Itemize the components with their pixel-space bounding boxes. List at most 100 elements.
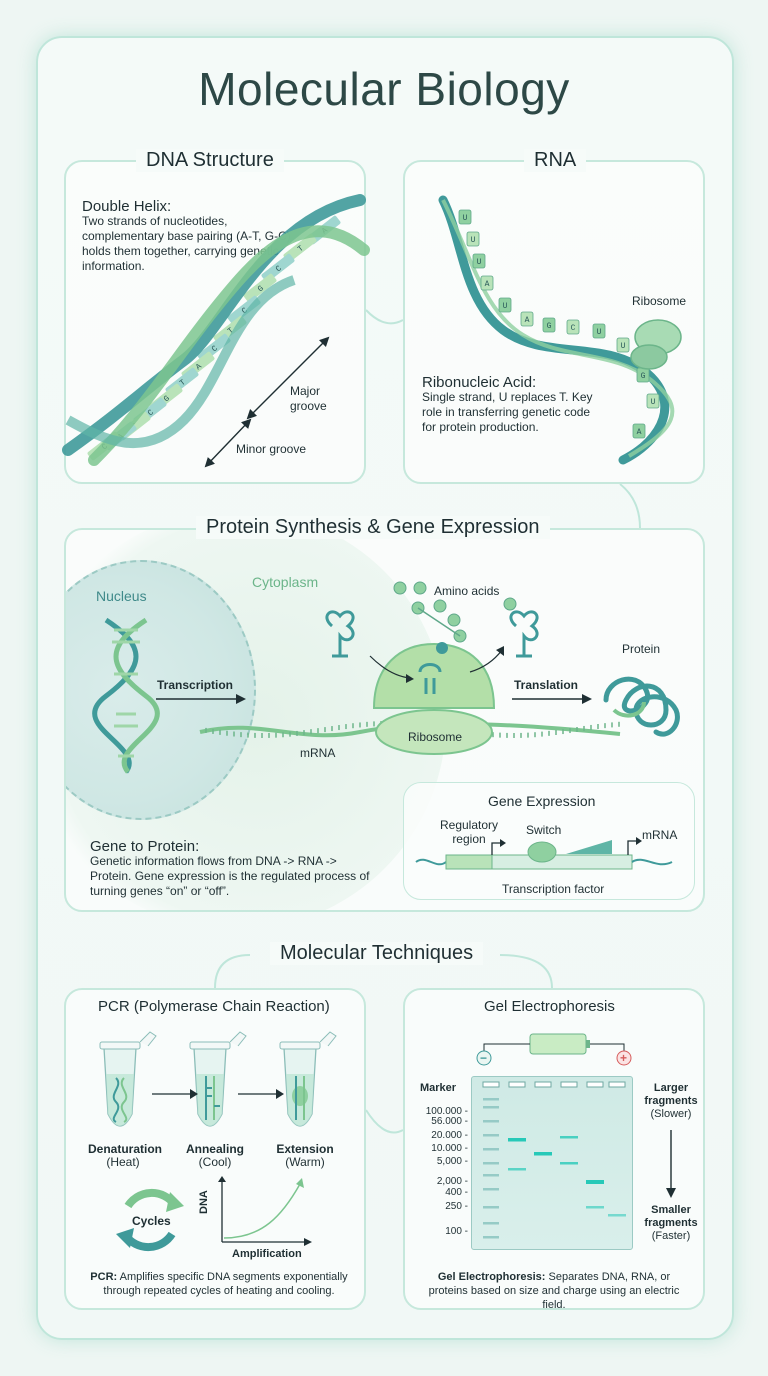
ladder-band xyxy=(483,1106,499,1109)
pcr-tube xyxy=(189,1031,247,1127)
gene-expression-subpanel xyxy=(403,782,695,900)
gel-title: Gel Electrophoresis xyxy=(484,998,615,1015)
pcr-tube xyxy=(279,1031,337,1127)
base-letter: G xyxy=(162,394,171,404)
rna-base-letter: C xyxy=(571,324,576,333)
rna-base xyxy=(632,423,646,439)
larger-fragments-label: Larger fragments (Slower) xyxy=(640,1082,702,1121)
gene-expression-diagram xyxy=(415,837,673,870)
base-letter: C xyxy=(146,408,155,418)
ladder-size-label: 5,000 - xyxy=(436,1156,468,1167)
ladder-band xyxy=(483,1206,499,1209)
rna-base-letter: U xyxy=(621,342,626,351)
rna-base xyxy=(646,393,660,409)
rna-base xyxy=(458,209,472,225)
migration-arrow xyxy=(666,1130,676,1198)
sample-band xyxy=(534,1152,552,1156)
transcription-arrow xyxy=(156,694,246,704)
gene-expression-mrna-label: mRNA xyxy=(642,828,678,842)
ladder-size-label: 100.000 - xyxy=(425,1106,468,1117)
marker-label: Marker xyxy=(420,1082,457,1094)
page-title: Molecular Biology xyxy=(198,63,570,115)
sample-band xyxy=(560,1136,578,1139)
amino-acids-label: Amino acids xyxy=(434,584,500,598)
rna-base xyxy=(472,253,486,269)
dna-panel-title: DNA Structure xyxy=(136,149,284,172)
gel-caption-text: Separates DNA, RNA, or proteins based on… xyxy=(428,1271,680,1311)
gel-well xyxy=(586,1081,604,1088)
ribosome-shape xyxy=(372,642,496,755)
rna-base xyxy=(592,323,606,339)
nucleus-region xyxy=(66,560,256,820)
smaller-note: (Faster) xyxy=(651,1230,691,1242)
rna-base xyxy=(542,317,556,333)
rna-base-letter: U xyxy=(463,214,468,223)
rna-base-letter: A xyxy=(525,316,530,325)
transcription-label: Transcription xyxy=(157,678,234,692)
ladder-band xyxy=(483,1098,499,1101)
base-letter: C xyxy=(210,344,219,354)
larger-note: (Slower) xyxy=(650,1108,692,1120)
cycles-icon xyxy=(116,1188,184,1252)
gel-bands xyxy=(482,1081,626,1239)
gene-to-protein-description: Genetic information flows from DNA -> RN… xyxy=(90,854,370,898)
gel-well xyxy=(508,1081,526,1088)
gel-caption: Gel Electrophoresis: Separates DNA, RNA,… xyxy=(418,1270,690,1312)
base-letter: T xyxy=(226,326,235,336)
pcr-caption: PCR: Amplifies specific DNA segments exp… xyxy=(84,1270,354,1298)
cycles-label: Cycles xyxy=(132,1214,171,1228)
rna-base-letter: A xyxy=(485,280,490,289)
pcr-step-1-name: Denaturation xyxy=(88,1142,163,1156)
pcr-step-3-name: Extension xyxy=(276,1142,334,1156)
pcr-caption-bold: PCR: xyxy=(90,1271,118,1283)
ladder-band xyxy=(483,1120,499,1123)
rna-base-letter: G xyxy=(547,322,552,331)
sample-band xyxy=(508,1138,526,1142)
base-letter: C xyxy=(274,264,283,274)
translation-label: Translation xyxy=(514,678,579,692)
rna-base xyxy=(480,275,494,291)
sample-band xyxy=(508,1168,526,1171)
pcr-step-2-name: Annealing xyxy=(185,1142,244,1156)
techniques-title: Molecular Techniques xyxy=(270,942,484,965)
pcr-title: PCR (Polymerase Chain Reaction) xyxy=(98,998,330,1015)
switch-label: Switch xyxy=(526,823,562,837)
gel-caption-bold: Gel Electrophoresis: xyxy=(437,1271,546,1283)
gel-well xyxy=(534,1081,552,1088)
base-letter: T xyxy=(178,378,187,388)
major-groove-label: Major groove xyxy=(290,384,327,413)
sample-band xyxy=(586,1206,604,1209)
ladder-size-label: 20.000 - xyxy=(431,1130,468,1141)
sample-band xyxy=(560,1162,578,1165)
folded-protein-icon xyxy=(603,676,680,737)
rna-panel-title: RNA xyxy=(524,149,587,172)
double-helix-illustration: ATCGCTCATGCTAC xyxy=(62,194,370,466)
ladder-band xyxy=(483,1188,499,1191)
ladder-size-label: 250 - xyxy=(445,1201,468,1212)
cytoplasm-label: Cytoplasm xyxy=(252,574,319,590)
mrna-label: mRNA xyxy=(300,746,336,760)
ladder-band xyxy=(483,1236,499,1239)
dna-description: Two strands of nucleotides, complementar… xyxy=(82,214,291,273)
minor-groove-label: Minor groove xyxy=(236,442,307,456)
rna-description: Single strand, U replaces T. Key role in… xyxy=(422,390,593,434)
base-letter: C xyxy=(240,306,249,316)
sample-band xyxy=(586,1180,604,1184)
pcr-tubes xyxy=(99,1031,337,1127)
pcr-step-3-condition: (Warm) xyxy=(285,1155,325,1169)
ribosome-label: Ribosome xyxy=(408,730,463,744)
rna-heading: Ribonucleic Acid: xyxy=(422,374,537,391)
gene-expression-title: Gene Expression xyxy=(488,793,596,809)
pcr-tube xyxy=(99,1031,157,1127)
amplification-x-label: Amplification xyxy=(232,1248,302,1260)
rna-base-letter: G xyxy=(641,372,646,381)
rna-base-letter: U xyxy=(503,302,508,311)
smaller-fragments-word: fragments xyxy=(644,1217,698,1229)
rna-ribosome-label: Ribosome xyxy=(632,294,687,308)
larger-word: Larger xyxy=(653,1082,689,1094)
nucleus-dna-icon xyxy=(92,617,160,774)
rna-base-letter: U xyxy=(471,236,476,245)
trna-molecules xyxy=(325,610,539,683)
amplification-chart xyxy=(218,1176,312,1246)
